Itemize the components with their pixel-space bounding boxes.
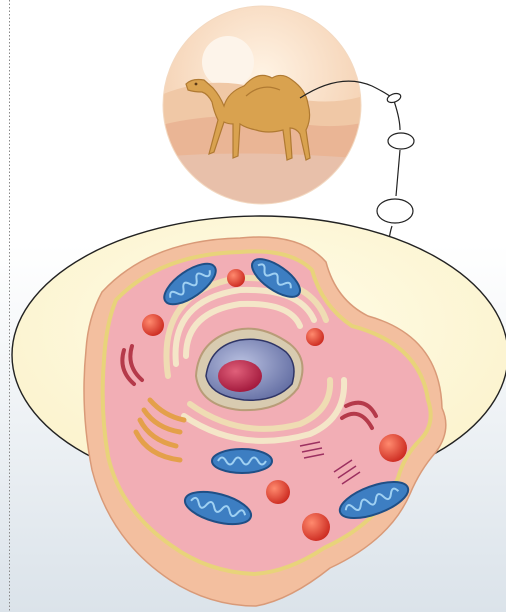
mitochondrion (212, 449, 272, 473)
sun (202, 36, 254, 88)
lysosome (379, 434, 407, 462)
lysosome (266, 480, 290, 504)
lysosome (306, 328, 324, 346)
lysosome (227, 269, 245, 287)
nucleolus (218, 360, 262, 392)
lysosome (302, 513, 330, 541)
connector-oval-large (377, 199, 413, 223)
connector-oval-medium (388, 133, 414, 149)
lysosome (142, 314, 164, 336)
nucleus (196, 329, 303, 411)
